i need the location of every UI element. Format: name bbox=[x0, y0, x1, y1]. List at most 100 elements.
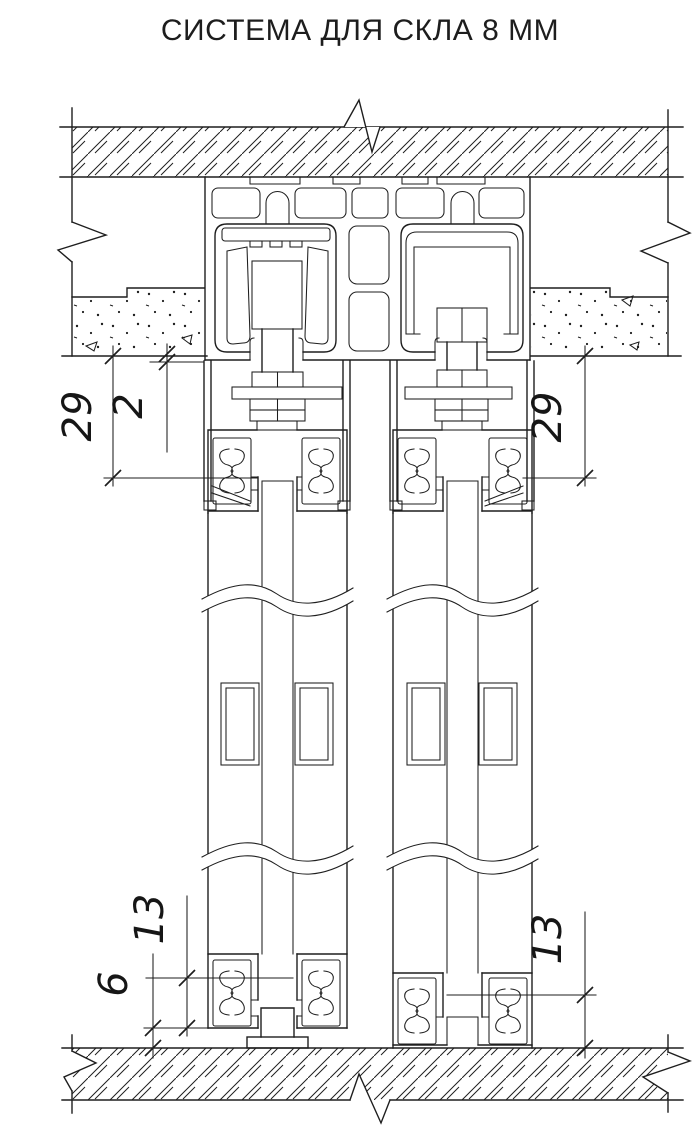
roller-wheel-left bbox=[226, 246, 251, 345]
break-wave bbox=[386, 584, 539, 617]
dimension-bottom-right-13: 13 bbox=[477, 911, 597, 1059]
dim-label: 13 bbox=[127, 894, 173, 945]
left-wall-break-icon bbox=[56, 221, 109, 263]
page-title: СИСТЕМА ДЛЯ СКЛА 8 ММ bbox=[161, 14, 559, 47]
screw-boss-cavity bbox=[212, 437, 252, 505]
washer-plate bbox=[404, 386, 513, 400]
break-wave bbox=[201, 584, 354, 617]
glass-slot-walls bbox=[257, 476, 298, 512]
door-right-top-rail bbox=[392, 420, 533, 514]
divider-fin-right-foot bbox=[389, 500, 403, 511]
panel-cutout bbox=[406, 682, 446, 766]
screw-boss bbox=[495, 448, 521, 494]
dim-label: 13 bbox=[525, 914, 571, 965]
floor-break-icon-right bbox=[641, 1051, 692, 1094]
bracket-outer bbox=[405, 231, 519, 335]
dim-label: 2 bbox=[106, 393, 152, 418]
soffit-stipple-right-inner bbox=[531, 290, 610, 354]
panel-cutout bbox=[294, 682, 334, 766]
floor-break-icon-left bbox=[63, 1050, 98, 1092]
screw-boss bbox=[404, 448, 430, 494]
screw-boss-cavity bbox=[397, 437, 437, 505]
floor-break-mask-right bbox=[643, 1052, 690, 1093]
clamp-wedge bbox=[211, 485, 251, 507]
valance-right-foot bbox=[521, 500, 535, 511]
carriage-tooth bbox=[289, 240, 303, 248]
screw-boss bbox=[495, 988, 521, 1034]
screw-boss-cavity bbox=[397, 977, 437, 1045]
dimension-top-right-29: 29 bbox=[522, 345, 597, 487]
track-mounting-notches bbox=[249, 176, 486, 185]
rail-web bbox=[435, 476, 490, 491]
guide-channel-walls bbox=[257, 1015, 298, 1029]
bolt-housing bbox=[441, 420, 483, 431]
screw-boss bbox=[404, 988, 430, 1034]
hanger-bolt-shaft-right bbox=[446, 341, 478, 371]
hanger-bracket bbox=[405, 231, 519, 371]
glass-pane bbox=[261, 480, 294, 955]
soffit-bands bbox=[61, 287, 682, 357]
panel-edges bbox=[392, 512, 533, 974]
break-wave bbox=[201, 842, 354, 875]
rail-web bbox=[250, 476, 303, 491]
valance-left-foot bbox=[203, 500, 217, 511]
dim-label: 29 bbox=[55, 391, 101, 442]
soffit-top-left bbox=[71, 287, 205, 298]
dim-ticks bbox=[576, 347, 594, 487]
dimension-bottom-left-6: 6 bbox=[91, 953, 209, 1059]
screw-boss bbox=[308, 448, 334, 494]
dim-ticks bbox=[158, 345, 176, 371]
soffit-top-right bbox=[530, 287, 669, 298]
soffit-stipple-left-outer bbox=[73, 299, 127, 354]
ceiling-section bbox=[56, 98, 692, 357]
panel-edges bbox=[207, 512, 348, 955]
dim-ticks bbox=[144, 1019, 162, 1057]
track-center-chamber-upper bbox=[348, 225, 390, 285]
roller-carriage bbox=[221, 227, 331, 373]
dimension-top-left-29: 29 bbox=[55, 345, 259, 487]
track-chamber-left bbox=[214, 223, 337, 353]
rail-outline bbox=[392, 972, 533, 1049]
ceiling-break-icon bbox=[343, 98, 381, 155]
floor-section bbox=[61, 1034, 692, 1125]
floor-hatch bbox=[72, 1048, 668, 1100]
glass-pane bbox=[446, 480, 479, 974]
rail-outline bbox=[392, 429, 533, 514]
rail-outline bbox=[207, 429, 348, 514]
door-panel-left bbox=[201, 480, 354, 955]
floor-break-icon bbox=[349, 1072, 391, 1125]
screw-boss-cavity bbox=[301, 959, 341, 1027]
glass-slot-walls bbox=[442, 476, 483, 512]
panel-cutout bbox=[220, 682, 260, 766]
dim-label: 6 bbox=[91, 971, 137, 996]
washer-plate bbox=[231, 386, 343, 400]
carriage-plate bbox=[221, 227, 331, 242]
roller-wheel-right bbox=[304, 246, 329, 345]
track-cavity bbox=[478, 187, 525, 219]
door-panel-right bbox=[386, 480, 539, 974]
rail-web bbox=[250, 999, 303, 1017]
break-wave bbox=[386, 842, 539, 875]
carriage-tooth bbox=[269, 240, 283, 248]
floor-guide-stem bbox=[260, 1007, 295, 1038]
screw-boss-cavity bbox=[488, 977, 528, 1045]
clamp-wedge bbox=[484, 485, 524, 507]
door-left-bottom-rail bbox=[207, 953, 348, 1049]
dimension-bottom-left-13: 13 bbox=[127, 894, 263, 1037]
track-center-chamber-lower bbox=[348, 291, 390, 352]
door-right-bottom-rail bbox=[392, 972, 533, 1049]
screw-boss-cavity bbox=[301, 437, 341, 505]
track-cavity bbox=[351, 187, 389, 219]
hanger-bolt-shaft-left bbox=[261, 328, 294, 373]
suspension-left bbox=[231, 371, 343, 422]
concrete-triangle-marks bbox=[84, 295, 640, 352]
dim-ticks bbox=[104, 347, 122, 487]
screw-boss-cavity bbox=[212, 959, 252, 1027]
floor-break-mask-left bbox=[64, 1051, 96, 1091]
track-cavity bbox=[395, 187, 445, 219]
soffit-stipple-left-inner bbox=[127, 290, 204, 354]
track-cavity bbox=[211, 187, 261, 219]
dimension-top-left-2: 2 bbox=[106, 343, 205, 453]
valances bbox=[203, 360, 535, 511]
